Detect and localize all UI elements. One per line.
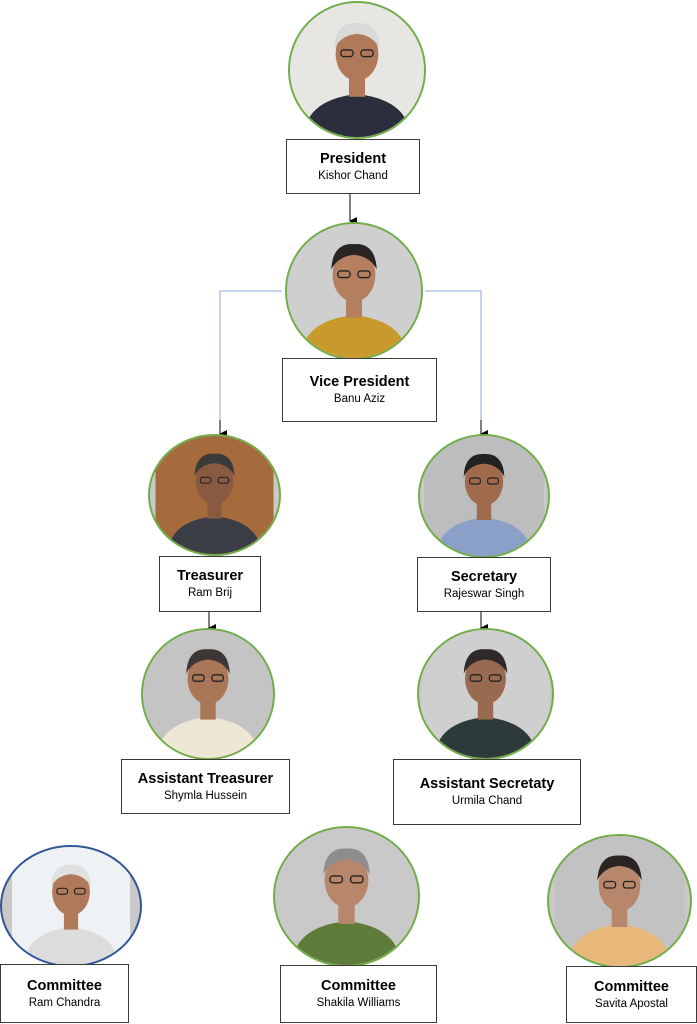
treasurer-name: Ram Brij (187, 587, 233, 599)
secretary-box: Secretary Rajeswar Singh (417, 557, 551, 612)
secretary-name: Rajeswar Singh (443, 587, 525, 600)
person-portrait-icon (12, 847, 130, 965)
committee-savita-apostal-role: Committee (594, 978, 669, 995)
secretary-photo (418, 434, 550, 558)
committee-shakila-williams-photo (273, 826, 420, 967)
assistant-secretary-name: Urmila Chand (451, 795, 523, 807)
committee-ram-chandra-name: Ram Chandra (28, 996, 101, 1009)
treasurer-box: Treasurer Ram Brij (159, 556, 261, 612)
assistant-treasurer-box: Assistant Treasurer Shymla Hussein (121, 759, 290, 814)
president-photo (288, 1, 426, 139)
person-portrait-icon (421, 630, 550, 758)
treasurer-photo (148, 434, 281, 556)
president-name: Kishor Chand (318, 169, 388, 182)
person-portrait-icon (155, 436, 274, 554)
secretary-role: Secretary (450, 568, 518, 585)
president-role: President (319, 150, 387, 167)
person-portrait-icon (424, 436, 544, 556)
treasurer-role: Treasurer (176, 568, 244, 584)
assistant-treasurer-photo (141, 628, 275, 760)
president-box: President Kishor Chand (286, 139, 420, 194)
committee-ram-chandra-box: Committee Ram Chandra (0, 964, 129, 1023)
assistant-treasurer-role: Assistant Treasurer (137, 770, 274, 787)
person-portrait-icon (278, 828, 415, 965)
assistant-secretary-role: Assistant Secretaty (419, 776, 555, 792)
line-vp-to-secretary (425, 290, 482, 434)
vice-president-photo (285, 222, 423, 360)
committee-savita-apostal-photo (547, 834, 692, 968)
committee-shakila-williams-box: Committee Shakila Williams (280, 965, 437, 1023)
vice-president-box: Vice President Banu Aziz (282, 358, 437, 422)
person-portrait-icon (290, 3, 424, 137)
assistant-secretary-photo (417, 628, 554, 760)
committee-savita-apostal-name: Savita Apostal (595, 997, 668, 1010)
assistant-treasurer-name: Shymla Hussein (163, 789, 248, 802)
person-portrait-icon (554, 836, 685, 966)
assistant-secretary-box: Assistant Secretaty Urmila Chand (393, 759, 581, 825)
committee-savita-apostal-box: Committee Savita Apostal (566, 966, 697, 1023)
committee-shakila-williams-name: Shakila Williams (316, 997, 401, 1009)
vice-president-name: Banu Aziz (333, 393, 386, 405)
committee-shakila-williams-role: Committee (321, 978, 396, 994)
person-portrait-icon (287, 224, 421, 358)
committee-ram-chandra-photo (0, 845, 142, 967)
person-portrait-icon (144, 630, 272, 758)
vice-president-role: Vice President (309, 374, 410, 390)
committee-ram-chandra-role: Committee (27, 977, 102, 994)
line-vp-to-treasurer (219, 290, 282, 434)
